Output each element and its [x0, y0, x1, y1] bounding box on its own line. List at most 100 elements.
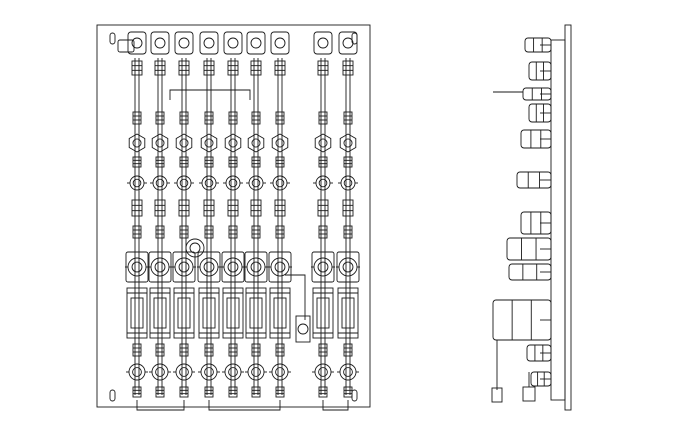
tube-fitting [131, 60, 143, 76]
regulator-window [341, 297, 355, 329]
tube-fitting [203, 199, 215, 217]
tube-fitting [342, 60, 354, 76]
channel-2 [148, 31, 172, 398]
regulator-window [177, 297, 191, 329]
valve-seat [343, 178, 353, 188]
tube-fitting [179, 225, 189, 239]
tube-fitting [204, 225, 214, 239]
tube-fitting [275, 225, 285, 239]
regulator-window [153, 297, 167, 329]
tube-fitting [318, 343, 328, 357]
mount-hole-bottom-right [351, 389, 358, 402]
channel-9 [336, 31, 360, 398]
channel-group [125, 31, 360, 398]
tube-fitting [228, 343, 238, 357]
valve-body [272, 175, 288, 191]
tube-fitting [342, 199, 354, 217]
side-module-8 [506, 237, 552, 261]
mount-hole-top-left [109, 32, 116, 45]
tube-fitting [274, 199, 286, 217]
tube-fitting [251, 225, 261, 239]
tube-fitting [131, 199, 143, 217]
valve-body [223, 257, 243, 277]
valve-body [200, 363, 218, 381]
hex-fitting [128, 133, 146, 153]
top-connector-port [154, 37, 166, 49]
regulator-block [222, 287, 244, 339]
valve-body [128, 363, 146, 381]
tube-fitting [132, 343, 142, 357]
valve-body [129, 175, 145, 191]
tube-fitting [275, 343, 285, 357]
tube-fitting [228, 386, 238, 398]
upper-crossover [169, 89, 251, 100]
hex-fitting [224, 133, 242, 153]
tube-fitting [204, 156, 214, 168]
tube-fitting [132, 225, 142, 239]
valve-seat [178, 261, 190, 273]
valve-body [247, 363, 265, 381]
regulator-window [226, 297, 240, 329]
tube-fitting [179, 156, 189, 168]
side-module-2 [528, 61, 552, 81]
tube-fitting [318, 111, 328, 125]
valve-body [150, 257, 170, 277]
tube-fitting [343, 156, 353, 168]
valve-body [248, 175, 264, 191]
valve-body [152, 175, 168, 191]
manifold-pipe-right [322, 400, 349, 411]
valve-seat [132, 367, 142, 377]
regulator-block [149, 287, 171, 339]
side-bottom-fitting [522, 386, 536, 402]
valve-seat [179, 367, 189, 377]
tube-fitting [251, 156, 261, 168]
regulator-window [202, 297, 216, 329]
tube-fitting [204, 386, 214, 398]
valve-body [175, 363, 193, 381]
tube-fitting [178, 199, 190, 217]
hex-bore [179, 138, 189, 148]
top-connector-port [317, 37, 329, 49]
tube-fitting [228, 156, 238, 168]
tube-fitting [275, 111, 285, 125]
top-connector-port [274, 37, 286, 49]
top-connector [174, 31, 194, 55]
regulator-block [269, 287, 291, 339]
hex-bore [318, 138, 328, 148]
valve-body [151, 363, 169, 381]
valve-seat [228, 178, 238, 188]
top-connector [127, 31, 147, 55]
valve-body [314, 363, 332, 381]
valve-body [339, 363, 357, 381]
valve-body [224, 363, 242, 381]
top-connector-port [250, 37, 262, 49]
top-connector [270, 31, 290, 55]
valve-housing [221, 251, 245, 283]
valve-seat [318, 367, 328, 377]
front-view [96, 24, 371, 411]
hex-fitting [314, 133, 332, 153]
channel-4 [197, 31, 221, 398]
tube-fitting [155, 156, 165, 168]
side-drain-line [496, 339, 530, 390]
valve-seat [155, 367, 165, 377]
valve-housing [148, 251, 172, 283]
channel-3 [172, 31, 196, 398]
hex-bore [155, 138, 165, 148]
valve-housing [336, 251, 360, 283]
tube-fitting [204, 111, 214, 125]
side-module-1 [524, 37, 552, 53]
bypass-valve [295, 315, 311, 343]
valve-seat [342, 261, 354, 273]
tube-fitting [132, 111, 142, 125]
valve-body [176, 175, 192, 191]
tube-fitting [155, 386, 165, 398]
hex-fitting [271, 133, 289, 153]
tube-fitting [132, 156, 142, 168]
regulator-window [273, 297, 287, 329]
tube-fitting [250, 199, 262, 217]
valve-body [201, 175, 217, 191]
valve-seat [251, 178, 261, 188]
valve-housing [197, 251, 221, 283]
